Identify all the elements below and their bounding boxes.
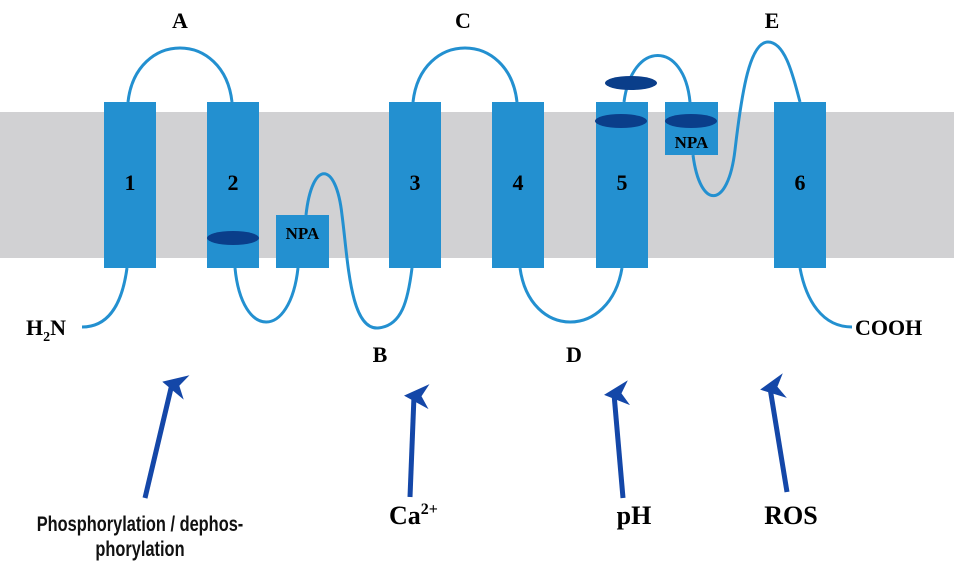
n-terminus-n: N bbox=[50, 315, 66, 340]
phosphorylation-label-line1: Phosphorylation / dephos- bbox=[37, 512, 244, 535]
n-terminus-label: H2N bbox=[26, 315, 66, 345]
ph-arrow bbox=[604, 380, 631, 499]
phosphorylation-label-line2: phorylation bbox=[95, 537, 184, 560]
loops-group bbox=[81, 40, 853, 330]
loop-label-e: E bbox=[765, 8, 780, 33]
loop-label-b: B bbox=[373, 342, 388, 367]
calcium-label: Ca2+ bbox=[389, 501, 438, 530]
helix-label-5: 5 bbox=[617, 170, 628, 195]
c-terminus-label: COOH bbox=[855, 315, 922, 340]
residue-helix5 bbox=[595, 114, 647, 128]
loop-label-a: A bbox=[172, 8, 188, 33]
residues-group bbox=[207, 76, 717, 245]
npa-label-2: NPA bbox=[675, 133, 709, 152]
helix-1 bbox=[104, 102, 156, 268]
npa-box-1 bbox=[276, 215, 329, 268]
helix-label-4: 4 bbox=[513, 170, 524, 195]
n-terminus-sub: 2 bbox=[43, 330, 50, 345]
loop-e-part2 bbox=[691, 40, 802, 198]
loop-label-c: C bbox=[455, 8, 471, 33]
loop-c bbox=[411, 46, 519, 103]
helix-label-3: 3 bbox=[410, 170, 421, 195]
npa-group: NPA NPA bbox=[276, 102, 718, 268]
residue-loop-e-top bbox=[605, 76, 657, 90]
ros-arrow bbox=[760, 373, 790, 493]
n-terminus-h: H bbox=[26, 315, 43, 340]
n-terminus-tail bbox=[81, 267, 129, 329]
helix-5 bbox=[596, 102, 648, 268]
c-terminus-tail bbox=[798, 267, 853, 329]
npa-box-2 bbox=[665, 102, 718, 155]
residue-npa2 bbox=[665, 114, 717, 128]
phosphorylation-arrow bbox=[142, 375, 190, 499]
residue-helix2 bbox=[207, 231, 259, 245]
calcium-arrow bbox=[404, 384, 430, 498]
loop-a bbox=[126, 46, 234, 103]
calcium-base: Ca bbox=[389, 501, 421, 530]
npa-label-1: NPA bbox=[286, 224, 320, 243]
ros-label: ROS bbox=[764, 501, 817, 530]
calcium-superscript: 2+ bbox=[421, 501, 438, 518]
helix-label-1: 1 bbox=[125, 170, 136, 195]
helix-3 bbox=[389, 102, 441, 268]
helices-group: 1 2 3 4 5 6 bbox=[104, 102, 826, 268]
ph-label: pH bbox=[617, 501, 652, 530]
helix-4 bbox=[492, 102, 544, 268]
loop-b-part2 bbox=[304, 172, 414, 330]
arrows-group bbox=[142, 373, 790, 499]
loop-b-part1 bbox=[233, 267, 300, 324]
loop-label-d: D bbox=[566, 342, 582, 367]
helix-6 bbox=[774, 102, 826, 268]
loop-d bbox=[518, 267, 624, 324]
helix-label-6: 6 bbox=[795, 170, 806, 195]
helix-label-2: 2 bbox=[228, 170, 239, 195]
